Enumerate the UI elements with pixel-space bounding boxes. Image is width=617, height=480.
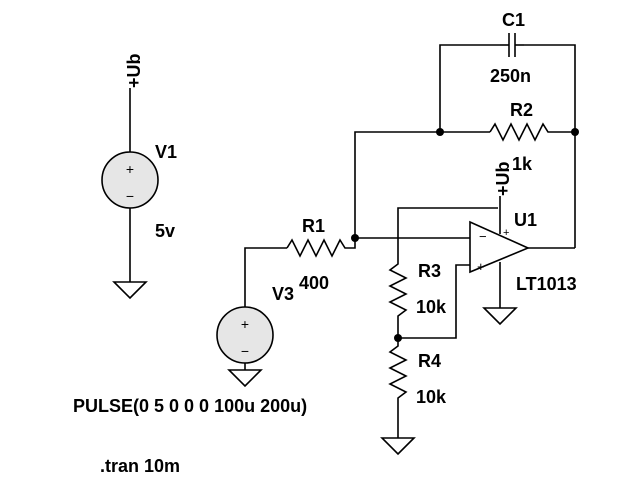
wire-v3-to-r1 <box>244 247 287 307</box>
voltage-source-v3[interactable]: + − <box>216 306 274 364</box>
r1-name-label: R1 <box>302 216 325 236</box>
v3-name-label: V3 <box>272 284 294 304</box>
v3-value-label: PULSE(0 5 0 0 0 100u 200u) <box>73 396 307 416</box>
feedback-network: C1 250n R2 1k <box>354 10 579 248</box>
supply-v1[interactable]: + − +Ub V1 5v <box>101 53 177 300</box>
r2-value-label: 1k <box>512 154 533 174</box>
voltage-source-icon: + − <box>216 306 274 364</box>
c1-value-label: 250n <box>490 66 531 86</box>
opamp-supply-sign: + <box>503 227 509 239</box>
v1-value-label: 5v <box>155 221 175 241</box>
ground-icon <box>380 437 416 456</box>
ground-icon <box>227 369 263 388</box>
u1-name-label: U1 <box>514 210 537 230</box>
tran-directive: .tran 10m <box>100 456 180 476</box>
v1-plus-sign: + <box>126 161 134 177</box>
opamp-u1[interactable]: − + + +Ub U1 LT1013 <box>469 161 577 326</box>
junction-dot-icon <box>571 128 579 136</box>
junction-dot-icon <box>436 128 444 136</box>
opamp-icon <box>469 220 531 274</box>
opamp-noninv-sign: + <box>477 259 485 274</box>
wire-feedback-bottom <box>354 131 490 238</box>
ub-net-label-v1: +Ub <box>124 53 144 88</box>
v1-name-label: V1 <box>155 142 177 162</box>
u1-model-label: LT1013 <box>516 274 577 294</box>
v1-minus-sign: − <box>126 188 134 204</box>
wire-feedback-right <box>524 44 576 132</box>
v3-minus-sign: − <box>241 343 249 359</box>
opamp-inv-sign: − <box>479 229 487 244</box>
r4-name-label: R4 <box>418 351 441 371</box>
r1-value-label: 400 <box>299 273 329 293</box>
input-network: R1 400 + − V3 PULSE(0 5 0 0 0 100u 200u) <box>73 216 470 416</box>
c1-name-label: C1 <box>502 10 525 30</box>
resistor-icon[interactable] <box>286 238 356 258</box>
wire-r3-top <box>397 207 498 258</box>
capacitor-icon[interactable] <box>500 33 524 57</box>
resistor-icon[interactable] <box>388 258 408 338</box>
resistor-icon[interactable] <box>489 122 575 142</box>
v3-plus-sign: + <box>241 316 249 332</box>
r2-name-label: R2 <box>510 100 533 120</box>
ub-net-label-opamp: +Ub <box>493 161 513 196</box>
divider-network: R3 10k R4 10k <box>380 207 498 456</box>
r3-value-label: 10k <box>416 297 447 317</box>
resistor-icon[interactable] <box>388 338 408 438</box>
ground-icon <box>482 307 518 326</box>
voltage-source-icon: + − <box>101 151 159 209</box>
r4-value-label: 10k <box>416 387 447 407</box>
wire-noninv-input <box>398 264 470 339</box>
r3-name-label: R3 <box>418 261 441 281</box>
ground-icon <box>112 281 148 300</box>
wire-feedback-left <box>439 44 500 132</box>
